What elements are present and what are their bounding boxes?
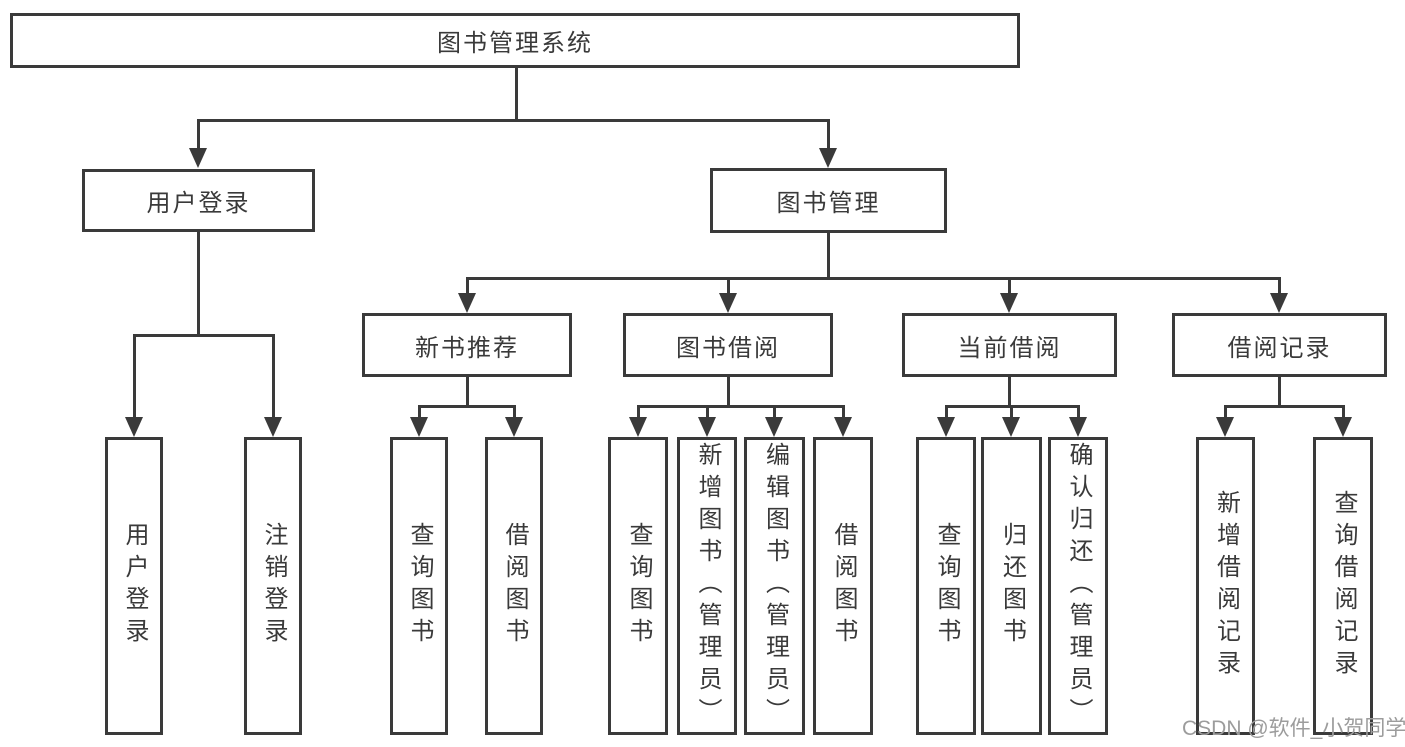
arrowhead-book-management bbox=[819, 148, 837, 168]
leaf-node-cb-query-books-label: 查询图书 bbox=[933, 522, 960, 650]
branch-node-user-login-label: 用户登录 bbox=[146, 190, 251, 217]
leaf-node-br-add-record: 新增借阅记录 bbox=[1196, 437, 1255, 735]
leaf-node-br-query-record: 查询借阅记录 bbox=[1313, 437, 1373, 735]
csdn-watermark: CSDN @软件_小贺同学 bbox=[1182, 717, 1405, 740]
arrowhead-nbr-query bbox=[410, 417, 428, 437]
arrowhead-book-borrow bbox=[719, 293, 737, 313]
connector-drop-leaf-logout bbox=[272, 334, 275, 419]
connector-drop-bb-borrow bbox=[842, 405, 845, 419]
arrowhead-new-book-recommend bbox=[458, 293, 476, 313]
connector-drop-leaf-user-login bbox=[133, 334, 136, 419]
connector-borrow-records-stem bbox=[1278, 377, 1281, 407]
connector-new-book-recommend-stem bbox=[466, 377, 469, 407]
connector-user-login-stem bbox=[197, 232, 200, 336]
arrowhead-br-query bbox=[1334, 417, 1352, 437]
arrowhead-bb-add bbox=[698, 417, 716, 437]
leaf-node-br-query-record-label: 查询借阅记录 bbox=[1330, 490, 1357, 682]
arrowhead-borrow-records bbox=[1270, 293, 1288, 313]
module-node-borrow-records-label: 借阅记录 bbox=[1227, 334, 1332, 362]
leaf-node-user-login-label: 用户登录 bbox=[121, 522, 148, 650]
leaf-node-cb-confirm-return-admin: 确认归还（管理员） bbox=[1048, 437, 1108, 735]
module-node-new-book-recommend: 新书推荐 bbox=[362, 313, 572, 377]
leaf-node-bb-add-books-admin: 新增图书（管理员） bbox=[677, 437, 737, 735]
leaf-node-nbr-query-books-label: 查询图书 bbox=[406, 522, 433, 650]
root-node-label: 图书管理系统 bbox=[437, 30, 593, 57]
branch-node-user-login: 用户登录 bbox=[82, 169, 315, 232]
leaf-node-bb-query-books: 查询图书 bbox=[608, 437, 668, 735]
connector-current-borrow-stem bbox=[1008, 377, 1011, 407]
connector-book-borrow-stem bbox=[727, 377, 730, 407]
connector-drop-nbr-query bbox=[418, 405, 421, 419]
arrowhead-current-borrow bbox=[1000, 293, 1018, 313]
connector-drop-bb-edit bbox=[773, 405, 776, 419]
leaf-node-cb-return-books-label: 归还图书 bbox=[998, 522, 1026, 650]
connector-borrow-records-hbar bbox=[1224, 405, 1343, 408]
leaf-node-nbr-borrow-books-label: 借阅图书 bbox=[501, 522, 528, 650]
connector-drop-bb-add bbox=[706, 405, 709, 419]
arrowhead-user-login bbox=[189, 148, 207, 168]
leaf-node-br-add-record-label: 新增借阅记录 bbox=[1212, 490, 1240, 682]
connector-root-stem bbox=[515, 68, 518, 121]
connector-drop-br-query bbox=[1342, 405, 1345, 419]
connector-drop-cb-confirm bbox=[1077, 405, 1080, 419]
leaf-node-bb-edit-books-admin: 编辑图书（管理员） bbox=[744, 437, 805, 735]
arrowhead-bb-borrow bbox=[834, 417, 852, 437]
branch-node-book-management: 图书管理 bbox=[710, 168, 947, 233]
branch-node-book-management-label: 图书管理 bbox=[776, 190, 881, 217]
arrowhead-nbr-borrow bbox=[505, 417, 523, 437]
leaf-node-logout-label: 注销登录 bbox=[260, 522, 287, 650]
connector-drop-cb-return bbox=[1010, 405, 1013, 419]
arrowhead-cb-query bbox=[937, 417, 955, 437]
connector-new-book-recommend-hbar bbox=[418, 405, 515, 408]
module-node-borrow-records: 借阅记录 bbox=[1172, 313, 1387, 377]
leaf-node-nbr-query-books: 查询图书 bbox=[390, 437, 448, 735]
connector-drop-book-management bbox=[827, 119, 830, 150]
leaf-node-bb-borrow-books-label: 借阅图书 bbox=[830, 522, 857, 650]
module-node-current-borrow-label: 当前借阅 bbox=[957, 334, 1062, 362]
module-node-book-borrow: 图书借阅 bbox=[623, 313, 833, 377]
connector-drop-borrow-records bbox=[1278, 277, 1281, 295]
connector-book-management-hbar bbox=[466, 277, 1280, 280]
leaf-node-cb-return-books: 归还图书 bbox=[981, 437, 1042, 735]
leaf-node-bb-add-books-admin-label: 新增图书（管理员） bbox=[694, 442, 721, 730]
arrowhead-leaf-logout bbox=[264, 417, 282, 437]
arrowhead-bb-query bbox=[629, 417, 647, 437]
leaf-node-bb-query-books-label: 查询图书 bbox=[625, 522, 652, 650]
leaf-node-user-login: 用户登录 bbox=[105, 437, 163, 735]
connector-drop-new-book-recommend bbox=[466, 277, 469, 295]
connector-book-borrow-hbar bbox=[637, 405, 844, 408]
root-node-library-system: 图书管理系统 bbox=[10, 13, 1020, 68]
connector-book-management-stem bbox=[827, 233, 830, 279]
module-node-book-borrow-label: 图书借阅 bbox=[676, 334, 780, 362]
connector-drop-current-borrow bbox=[1008, 277, 1011, 295]
leaf-node-cb-confirm-return-admin-label: 确认归还（管理员） bbox=[1065, 442, 1092, 730]
arrowhead-br-add bbox=[1216, 417, 1234, 437]
connector-drop-user-login bbox=[197, 119, 200, 150]
connector-root-hbar bbox=[197, 119, 829, 122]
arrowhead-cb-return bbox=[1002, 417, 1020, 437]
module-node-new-book-recommend-label: 新书推荐 bbox=[415, 334, 519, 362]
connector-drop-bb-query bbox=[637, 405, 640, 419]
leaf-node-cb-query-books: 查询图书 bbox=[916, 437, 976, 735]
connector-drop-nbr-borrow bbox=[513, 405, 516, 419]
connector-drop-book-borrow bbox=[727, 277, 730, 295]
connector-drop-br-add bbox=[1224, 405, 1227, 419]
leaf-node-nbr-borrow-books: 借阅图书 bbox=[485, 437, 543, 735]
arrowhead-cb-confirm bbox=[1069, 417, 1087, 437]
leaf-node-bb-edit-books-admin-label: 编辑图书（管理员） bbox=[761, 442, 789, 730]
leaf-node-logout: 注销登录 bbox=[244, 437, 302, 735]
connector-drop-cb-query bbox=[945, 405, 948, 419]
module-node-current-borrow: 当前借阅 bbox=[902, 313, 1117, 377]
arrowhead-bb-edit bbox=[765, 417, 783, 437]
connector-user-login-hbar bbox=[133, 334, 275, 337]
leaf-node-bb-borrow-books: 借阅图书 bbox=[813, 437, 873, 735]
arrowhead-leaf-user-login bbox=[125, 417, 143, 437]
